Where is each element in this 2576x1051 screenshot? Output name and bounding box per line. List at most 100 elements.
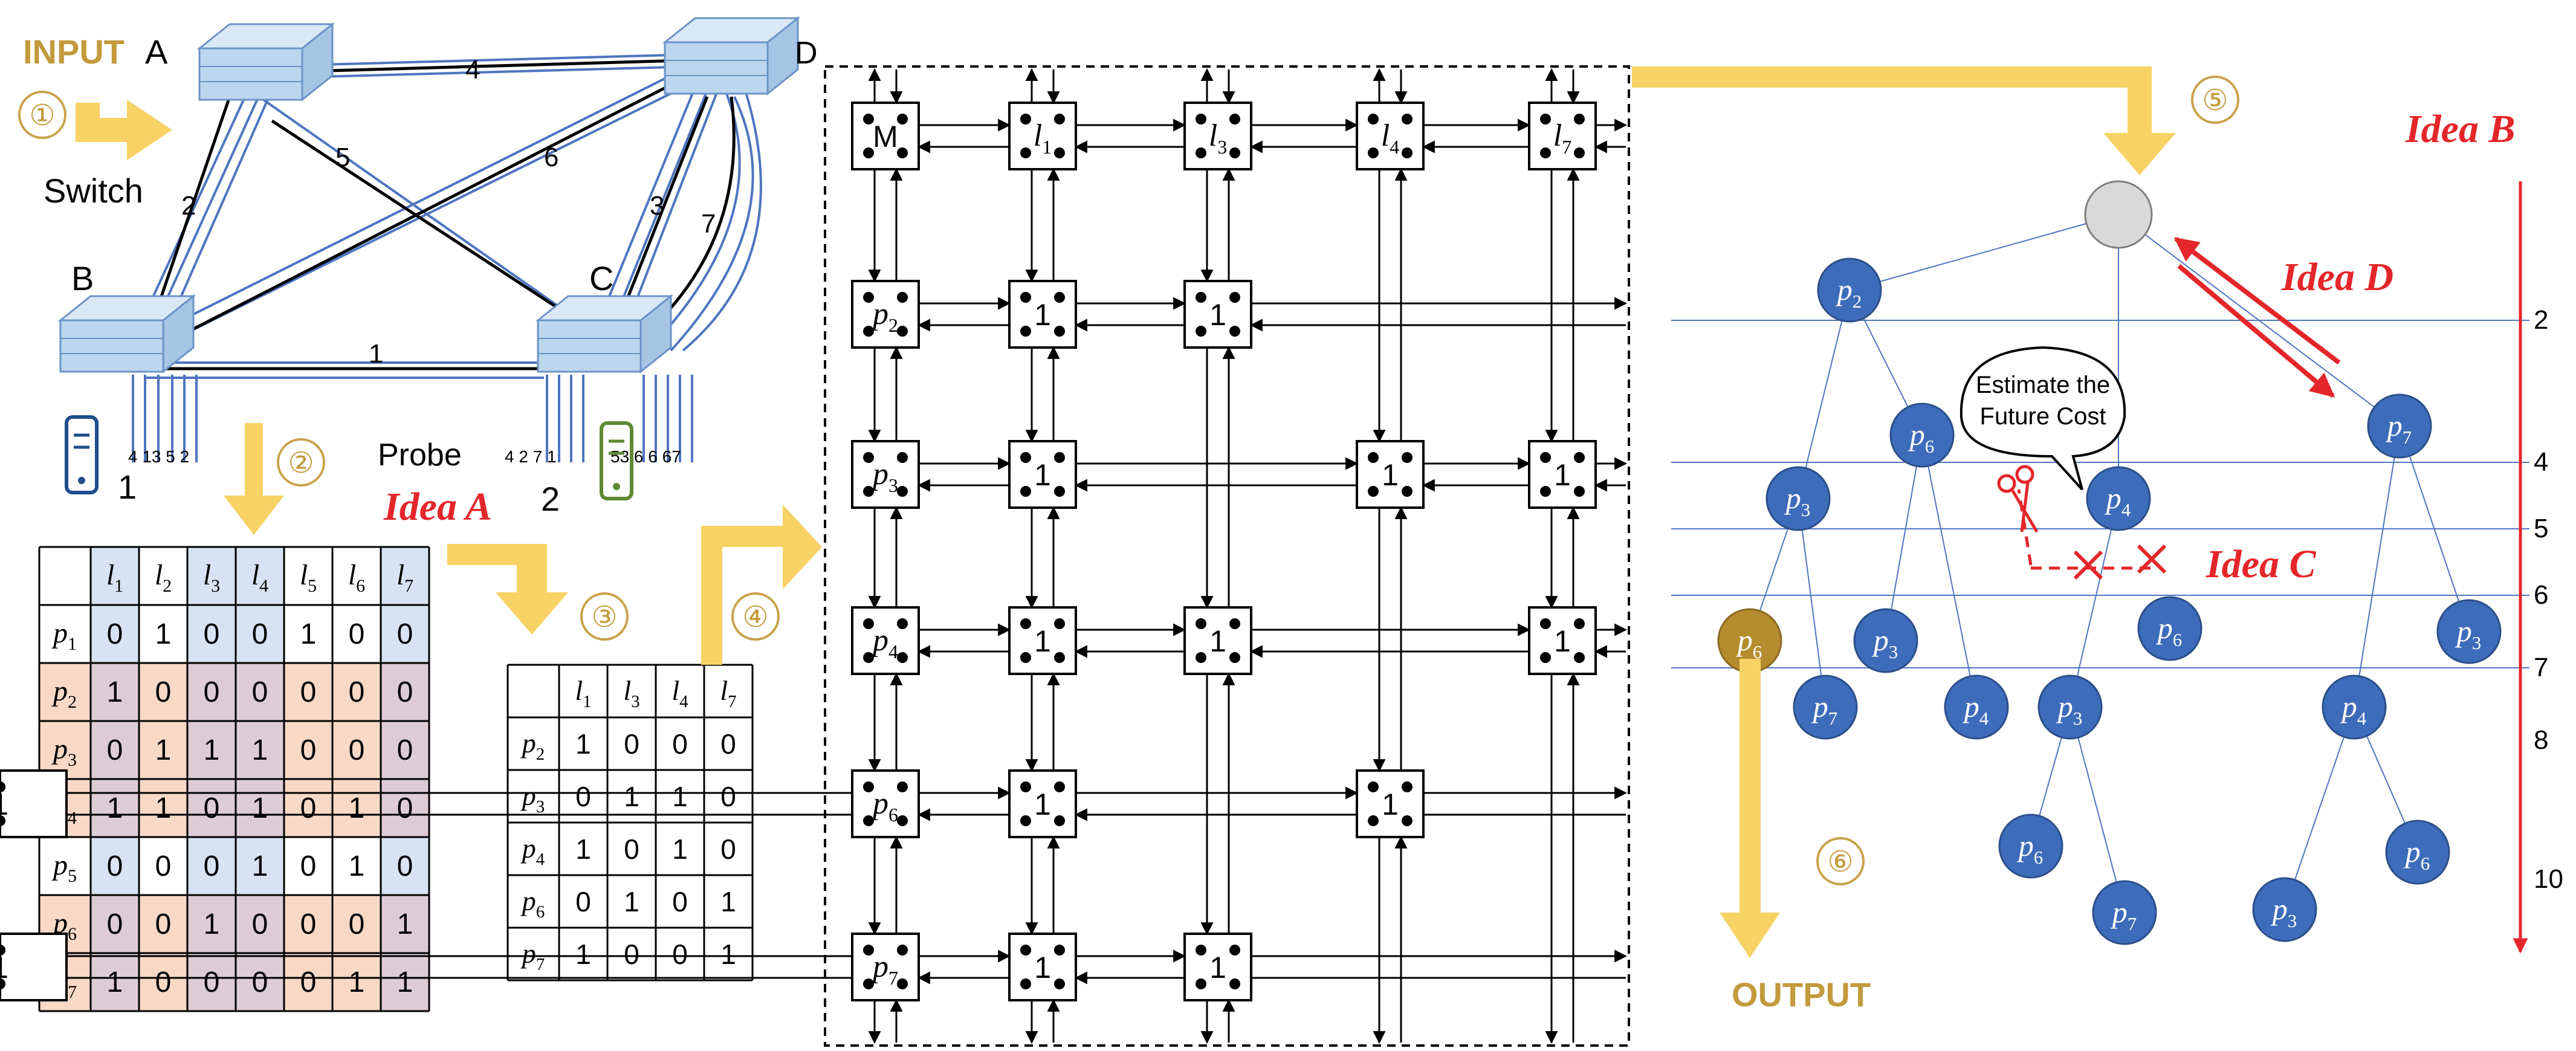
grid-node — [1008, 933, 1077, 1001]
matrix-cell-value: 1 — [155, 734, 172, 766]
matrix-cell-bg — [139, 605, 187, 663]
grid-col-label: l4 — [1381, 118, 1399, 158]
switch-caption: Switch — [44, 172, 143, 210]
input-label: INPUT — [23, 33, 125, 71]
matrix-cell-bg — [187, 953, 236, 1011]
link-label-5: 5 — [335, 143, 350, 172]
grid-node — [851, 440, 920, 509]
matrix-cell-bg — [91, 663, 139, 721]
tree-node-label: p6 — [2156, 611, 2183, 650]
idea-d-arrow-down — [2177, 264, 2335, 398]
matrix-cell-bg — [381, 895, 429, 953]
matrix-cell-value: 0 — [204, 850, 220, 882]
grid-boundary — [824, 65, 1630, 1047]
grid-node-port — [1368, 114, 1379, 125]
grid-node-port — [1196, 114, 1206, 125]
grid-node-port — [1540, 147, 1551, 158]
grid-row-label: p6 — [870, 786, 898, 826]
tree-edge — [2118, 214, 2400, 427]
matrix-cell-bg — [236, 895, 284, 953]
tree-node-label: p6 — [2404, 835, 2430, 874]
matrix-cell-bg — [332, 953, 381, 1011]
reduced-cell-value: 0 — [672, 939, 688, 970]
tree-node-label: p4 — [2105, 481, 2131, 520]
matrix-cell-bg — [187, 895, 236, 953]
idea-a-label: Idea A — [383, 485, 492, 529]
grid-node-port — [863, 292, 874, 303]
matrix-cell-bg — [91, 837, 139, 895]
reduced-cell-value: 0 — [624, 939, 639, 970]
grid-node-port — [1229, 147, 1240, 158]
grid-node-port — [1368, 815, 1379, 826]
matrix-cell-value: 0 — [204, 618, 220, 650]
matrix-cell-value: 0 — [252, 908, 268, 940]
matrix-col-header-bg — [236, 547, 284, 605]
grid-cell-value: 1 — [1034, 951, 1051, 985]
tree-node — [1944, 674, 2009, 740]
grid-row-label: p4 — [870, 623, 898, 662]
step-1-label: ① — [29, 100, 55, 132]
tree-level-number: 8 — [2534, 725, 2548, 755]
tree-node — [2086, 466, 2151, 531]
matrix-cell-value: 0 — [300, 908, 317, 940]
tree-edge — [2070, 707, 2125, 913]
grid-node-port — [863, 781, 874, 792]
link-label-1: 1 — [369, 339, 383, 369]
grid-node-port — [1402, 781, 1413, 792]
grid-root-label: M — [873, 120, 898, 154]
grid-node-port — [1402, 114, 1413, 125]
matrix-cell-value: 0 — [300, 734, 317, 766]
matrix-cell-value: 0 — [300, 966, 317, 998]
grid-node-port — [1054, 326, 1065, 337]
grid-node-port — [1402, 815, 1413, 826]
scissors-icon — [1997, 474, 2016, 493]
matrix-cell-value: 0 — [252, 966, 268, 998]
grid-node-port — [1229, 652, 1240, 663]
tree-node-label: p6 — [1908, 418, 1935, 457]
matrix-cell-bg — [284, 895, 332, 953]
grid-node-port — [897, 978, 908, 989]
step-3-arrow-group: ③ — [447, 544, 629, 641]
switch-c-icon — [535, 294, 674, 374]
matrix-cell-bg — [381, 779, 429, 837]
switch-b-label: B — [71, 259, 94, 297]
matrix-col-label: l7 — [396, 559, 413, 596]
matrix-cell-bg — [332, 895, 381, 953]
reduced-row-label: p6 — [520, 885, 545, 922]
switch-a-icon — [196, 22, 335, 102]
matrix-cell-bg — [381, 721, 429, 779]
matrix-cell-value: 1 — [349, 850, 365, 882]
grid-node-port — [0, 815, 5, 826]
matrix-cell-bg — [284, 953, 332, 1011]
grid-node-port — [863, 815, 874, 826]
matrix-cell-value: 0 — [349, 734, 365, 766]
grid-node-port — [0, 978, 5, 989]
tree-node — [1765, 466, 1831, 531]
tree-node-label: p3 — [2455, 614, 2482, 653]
grid-node-port — [897, 147, 908, 158]
grid-node-port — [897, 114, 908, 125]
grid-node — [1008, 102, 1077, 170]
matrix-cell-bg — [381, 605, 429, 663]
tree-node — [2137, 596, 2202, 661]
grid-node — [1008, 606, 1077, 675]
scissors-icon — [2015, 465, 2034, 484]
matrix-cell-value: 1 — [252, 850, 268, 882]
tree-node — [2436, 599, 2502, 664]
matrix-cell-bg — [332, 837, 381, 895]
tree-edge — [1798, 289, 1850, 499]
matrix-cell-value: 0 — [204, 966, 220, 998]
matrix-cell-value: 1 — [349, 966, 365, 998]
grid-corner-label: D — [795, 36, 818, 71]
tree-level-number: 10 — [2534, 864, 2563, 894]
tree-node — [2252, 877, 2317, 942]
tree-node — [1853, 608, 1918, 673]
grid-node-port — [1020, 652, 1031, 663]
grid-node-port — [1540, 652, 1551, 663]
idea-b-label: Idea B — [2405, 107, 2516, 151]
grid-node — [1183, 606, 1252, 675]
grid-node-port — [1054, 978, 1065, 989]
matrix-cell-bg — [236, 779, 284, 837]
tree-node-label: p7 — [1811, 690, 1838, 729]
grid-node — [1528, 102, 1597, 170]
